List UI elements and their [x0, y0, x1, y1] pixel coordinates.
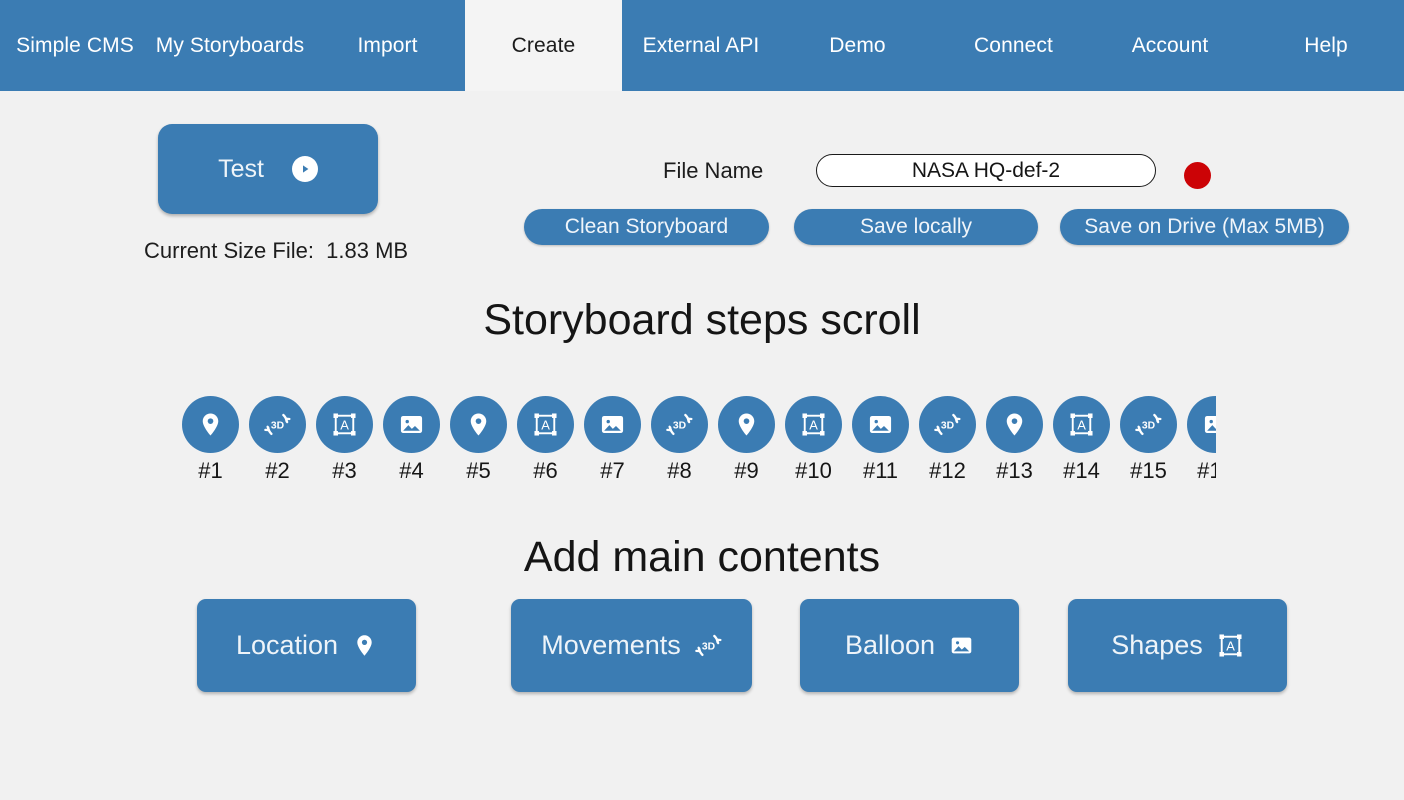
storyboard-step-label: #2	[265, 458, 290, 483]
current-file-size-text: Current Size File: 1.83 MB	[144, 238, 409, 263]
storyboard-step-4[interactable]: #4	[383, 396, 440, 484]
test-button[interactable]: Test	[158, 124, 378, 214]
svg-text:3D: 3D	[1142, 421, 1156, 432]
image-icon[interactable]	[383, 396, 440, 453]
save-locally-button[interactable]: Save locally	[794, 209, 1038, 245]
storyboard-step-10[interactable]: A #10	[785, 396, 842, 484]
svg-text:A: A	[340, 417, 349, 432]
add-shapes-label: Shapes	[1111, 630, 1203, 660]
storyboard-steps-heading: Storyboard steps scroll	[483, 296, 921, 344]
3d-rotate-icon[interactable]: 3D	[1120, 396, 1177, 453]
shapes-frame-icon[interactable]: A	[517, 396, 574, 453]
3d-rotate-icon[interactable]: 3D	[249, 396, 306, 453]
storyboard-steps-scroller[interactable]: #1 3D #2 A #3 #4 #5 A #6 #7 3D #8 #9 A #10 #11 3D #12 #13 A…	[182, 396, 1216, 496]
storyboard-step-label: #1	[198, 458, 223, 483]
storyboard-step-13[interactable]: #13	[986, 396, 1043, 484]
storyboard-step-label: #15	[1130, 458, 1167, 483]
image-icon[interactable]	[852, 396, 909, 453]
location-pin-icon[interactable]	[182, 396, 239, 453]
image-icon[interactable]	[1187, 396, 1216, 453]
storyboard-step-3[interactable]: A #3	[316, 396, 373, 484]
storyboard-step-label: #11	[862, 458, 899, 483]
shapes-frame-icon[interactable]: A	[785, 396, 842, 453]
nav-tab-help[interactable]: Help	[1248, 0, 1404, 91]
storyboard-step-label: #14	[1063, 458, 1100, 483]
storyboard-step-label: #8	[667, 458, 692, 483]
location-pin-icon[interactable]	[986, 396, 1043, 453]
shapes-frame-icon[interactable]: A	[1053, 396, 1110, 453]
nav-tab-import[interactable]: Import	[310, 0, 465, 91]
storyboard-step-14[interactable]: A #14	[1053, 396, 1110, 484]
location-pin-icon	[352, 633, 377, 658]
storyboard-step-6[interactable]: A #6	[517, 396, 574, 484]
storyboard-step-2[interactable]: 3D #2	[249, 396, 306, 484]
svg-text:A: A	[809, 417, 818, 432]
storyboard-step-label: #6	[533, 458, 558, 483]
shapes-frame-icon: A	[1217, 632, 1244, 659]
nav-tab-account[interactable]: Account	[1092, 0, 1248, 91]
nav-tab-demo[interactable]: Demo	[780, 0, 935, 91]
svg-text:3D: 3D	[941, 421, 955, 432]
storyboard-step-16[interactable]: #16	[1187, 396, 1216, 484]
location-pin-icon[interactable]	[450, 396, 507, 453]
storyboard-step-label: #16	[1197, 458, 1216, 483]
storyboard-step-label: #4	[399, 458, 424, 483]
3d-rotate-icon: 3D	[695, 632, 722, 659]
add-main-contents-heading: Add main contents	[523, 533, 881, 581]
3d-rotate-icon[interactable]: 3D	[651, 396, 708, 453]
nav-tab-simple-cms[interactable]: Simple CMS	[0, 0, 150, 91]
file-name-label: File Name	[663, 158, 764, 183]
storyboard-step-1[interactable]: #1	[182, 396, 239, 484]
svg-text:A: A	[1077, 417, 1086, 432]
nav-tab-create[interactable]: Create	[465, 0, 622, 91]
nav-tab-my-storyboards[interactable]: My Storyboards	[150, 0, 310, 91]
nav-tab-connect[interactable]: Connect	[935, 0, 1092, 91]
add-location-label: Location	[235, 630, 339, 660]
storyboard-step-12[interactable]: 3D #12	[919, 396, 976, 484]
location-pin-icon[interactable]	[718, 396, 775, 453]
add-movements-button[interactable]: Movements 3D	[511, 599, 752, 692]
storyboard-step-label: #13	[996, 458, 1033, 483]
add-balloon-button[interactable]: Balloon	[800, 599, 1019, 692]
svg-text:A: A	[541, 417, 550, 432]
storyboard-step-label: #9	[734, 458, 759, 483]
save-on-drive-button[interactable]: Save on Drive (Max 5MB)	[1060, 209, 1349, 245]
add-balloon-label: Balloon	[844, 630, 936, 660]
3d-rotate-icon[interactable]: 3D	[919, 396, 976, 453]
add-shapes-button[interactable]: Shapes A	[1068, 599, 1287, 692]
storyboard-step-label: #5	[466, 458, 491, 483]
storyboard-step-label: #12	[929, 458, 966, 483]
image-icon	[949, 633, 974, 658]
play-icon	[291, 156, 318, 182]
svg-text:3D: 3D	[702, 642, 716, 653]
storyboard-step-5[interactable]: #5	[450, 396, 507, 484]
storyboard-step-15[interactable]: 3D #15	[1120, 396, 1177, 484]
record-status-dot[interactable]	[1184, 162, 1211, 189]
test-button-label: Test	[218, 154, 264, 183]
svg-text:3D: 3D	[271, 421, 285, 432]
storyboard-step-label: #7	[600, 458, 625, 483]
svg-text:3D: 3D	[673, 421, 687, 432]
storyboard-step-7[interactable]: #7	[584, 396, 641, 484]
storyboard-step-9[interactable]: #9	[718, 396, 775, 484]
add-location-button[interactable]: Location	[197, 599, 416, 692]
storyboard-step-label: #3	[332, 458, 357, 483]
file-name-input[interactable]	[816, 154, 1156, 187]
storyboard-step-label: #10	[795, 458, 832, 483]
storyboard-step-11[interactable]: #11	[852, 396, 909, 484]
clean-storyboard-button[interactable]: Clean Storyboard	[524, 209, 769, 245]
image-icon[interactable]	[584, 396, 641, 453]
storyboard-steps-track: #1 3D #2 A #3 #4 #5 A #6 #7 3D #8 #9 A #10 #11 3D #12 #13 A…	[182, 396, 1216, 484]
svg-text:A: A	[1226, 638, 1235, 653]
add-movements-label: Movements	[541, 630, 681, 660]
shapes-frame-icon[interactable]: A	[316, 396, 373, 453]
nav-tab-external-api[interactable]: External API	[622, 0, 780, 91]
storyboard-step-8[interactable]: 3D #8	[651, 396, 708, 484]
